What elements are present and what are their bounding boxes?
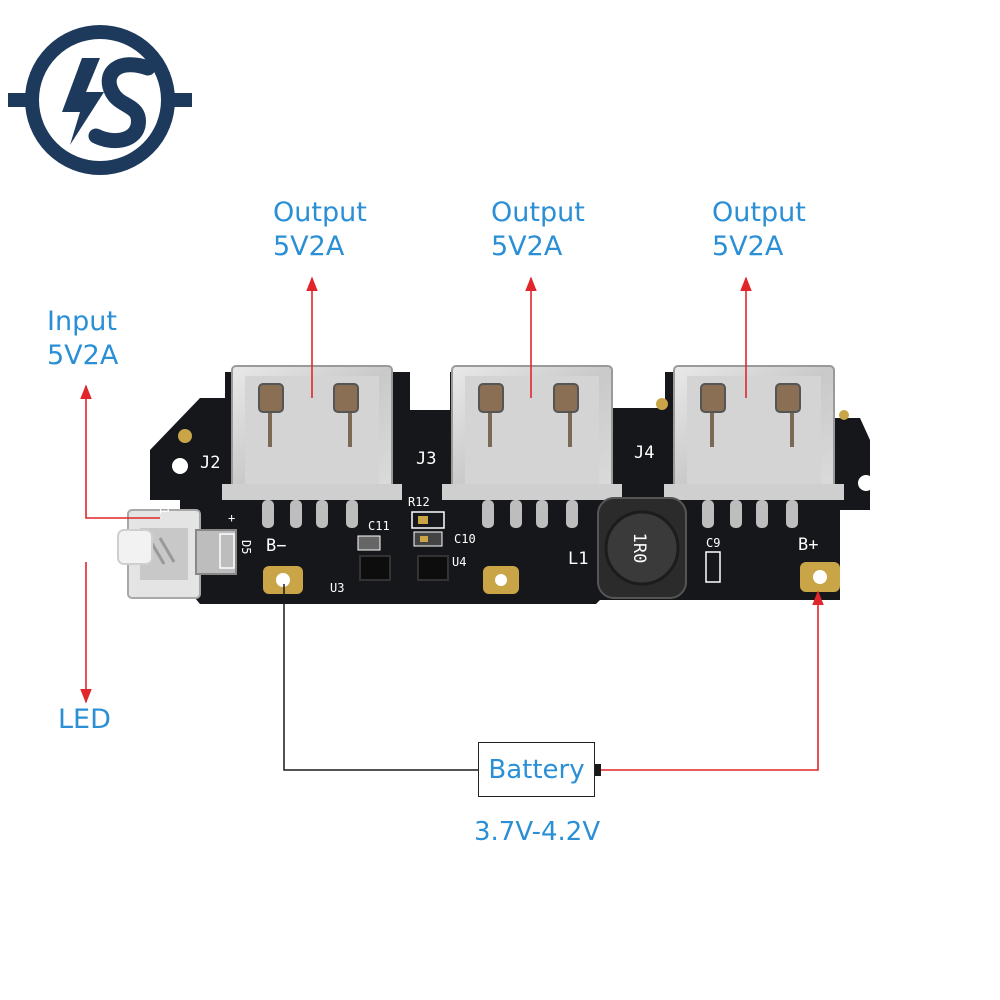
output-3-rating: 5V2A — [712, 231, 784, 262]
output-2-label: Output 5V2A — [491, 196, 585, 264]
silk-j4: J4 — [634, 443, 654, 463]
battery-positive-wire — [594, 590, 824, 776]
solder-pad — [483, 566, 519, 594]
battery-positive-pad — [800, 562, 840, 592]
battery-negative-pad — [263, 566, 303, 594]
silk-j2: J2 — [200, 453, 220, 473]
output-3-label: Output 5V2A — [712, 196, 806, 264]
battery-terminal — [594, 764, 601, 776]
usb-port-j3 — [442, 365, 622, 528]
silk-j3: J3 — [416, 449, 436, 469]
battery-voltage-label: 3.7V-4.2V — [474, 817, 601, 847]
silk-l1: L1 — [568, 549, 588, 569]
output-1-label: Output 5V2A — [273, 196, 367, 264]
led-label: LED — [58, 704, 111, 735]
input-label: Input 5V2A — [47, 305, 118, 373]
silk-c9: C9 — [706, 536, 720, 550]
pcb-silkscreen: J2 J3 J4 J1 B− B+ D5 C11 R12 C10 U3 U4 L… — [157, 443, 818, 595]
silk-d5: D5 — [239, 540, 253, 554]
silk-plus: + — [228, 511, 235, 525]
output-2-title: Output — [491, 197, 585, 228]
silk-u3: U3 — [330, 581, 344, 595]
led-component — [117, 529, 153, 565]
usb-port-j4 — [664, 365, 844, 528]
micro-usb-input-connector — [127, 509, 237, 599]
output-3-title: Output — [712, 197, 806, 228]
output-2-rating: 5V2A — [491, 231, 563, 262]
lightning-s-logo-icon — [8, 25, 192, 175]
inductor-l1: 1R0 — [597, 497, 687, 599]
silk-b-plus: B+ — [798, 535, 818, 555]
battery-box: Battery — [478, 742, 595, 797]
silk-c11: C11 — [368, 519, 390, 533]
silk-j1: J1 — [157, 500, 171, 514]
output-1-rating: 5V2A — [273, 231, 345, 262]
input-arrow — [80, 384, 160, 519]
battery-label: Battery — [488, 754, 585, 785]
smd-components — [219, 511, 721, 583]
silk-r12: R12 — [408, 495, 430, 509]
silk-u4: U4 — [452, 555, 466, 569]
output-arrows — [306, 276, 752, 398]
input-rating: 5V2A — [47, 340, 119, 371]
silk-b-minus: B− — [266, 536, 286, 556]
output-1-title: Output — [273, 197, 367, 228]
inductor-code: 1R0 — [629, 533, 649, 564]
battery-negative-wire — [283, 584, 478, 771]
input-title: Input — [47, 306, 117, 337]
silk-c10: C10 — [454, 532, 476, 546]
mounting-hole — [178, 429, 192, 443]
